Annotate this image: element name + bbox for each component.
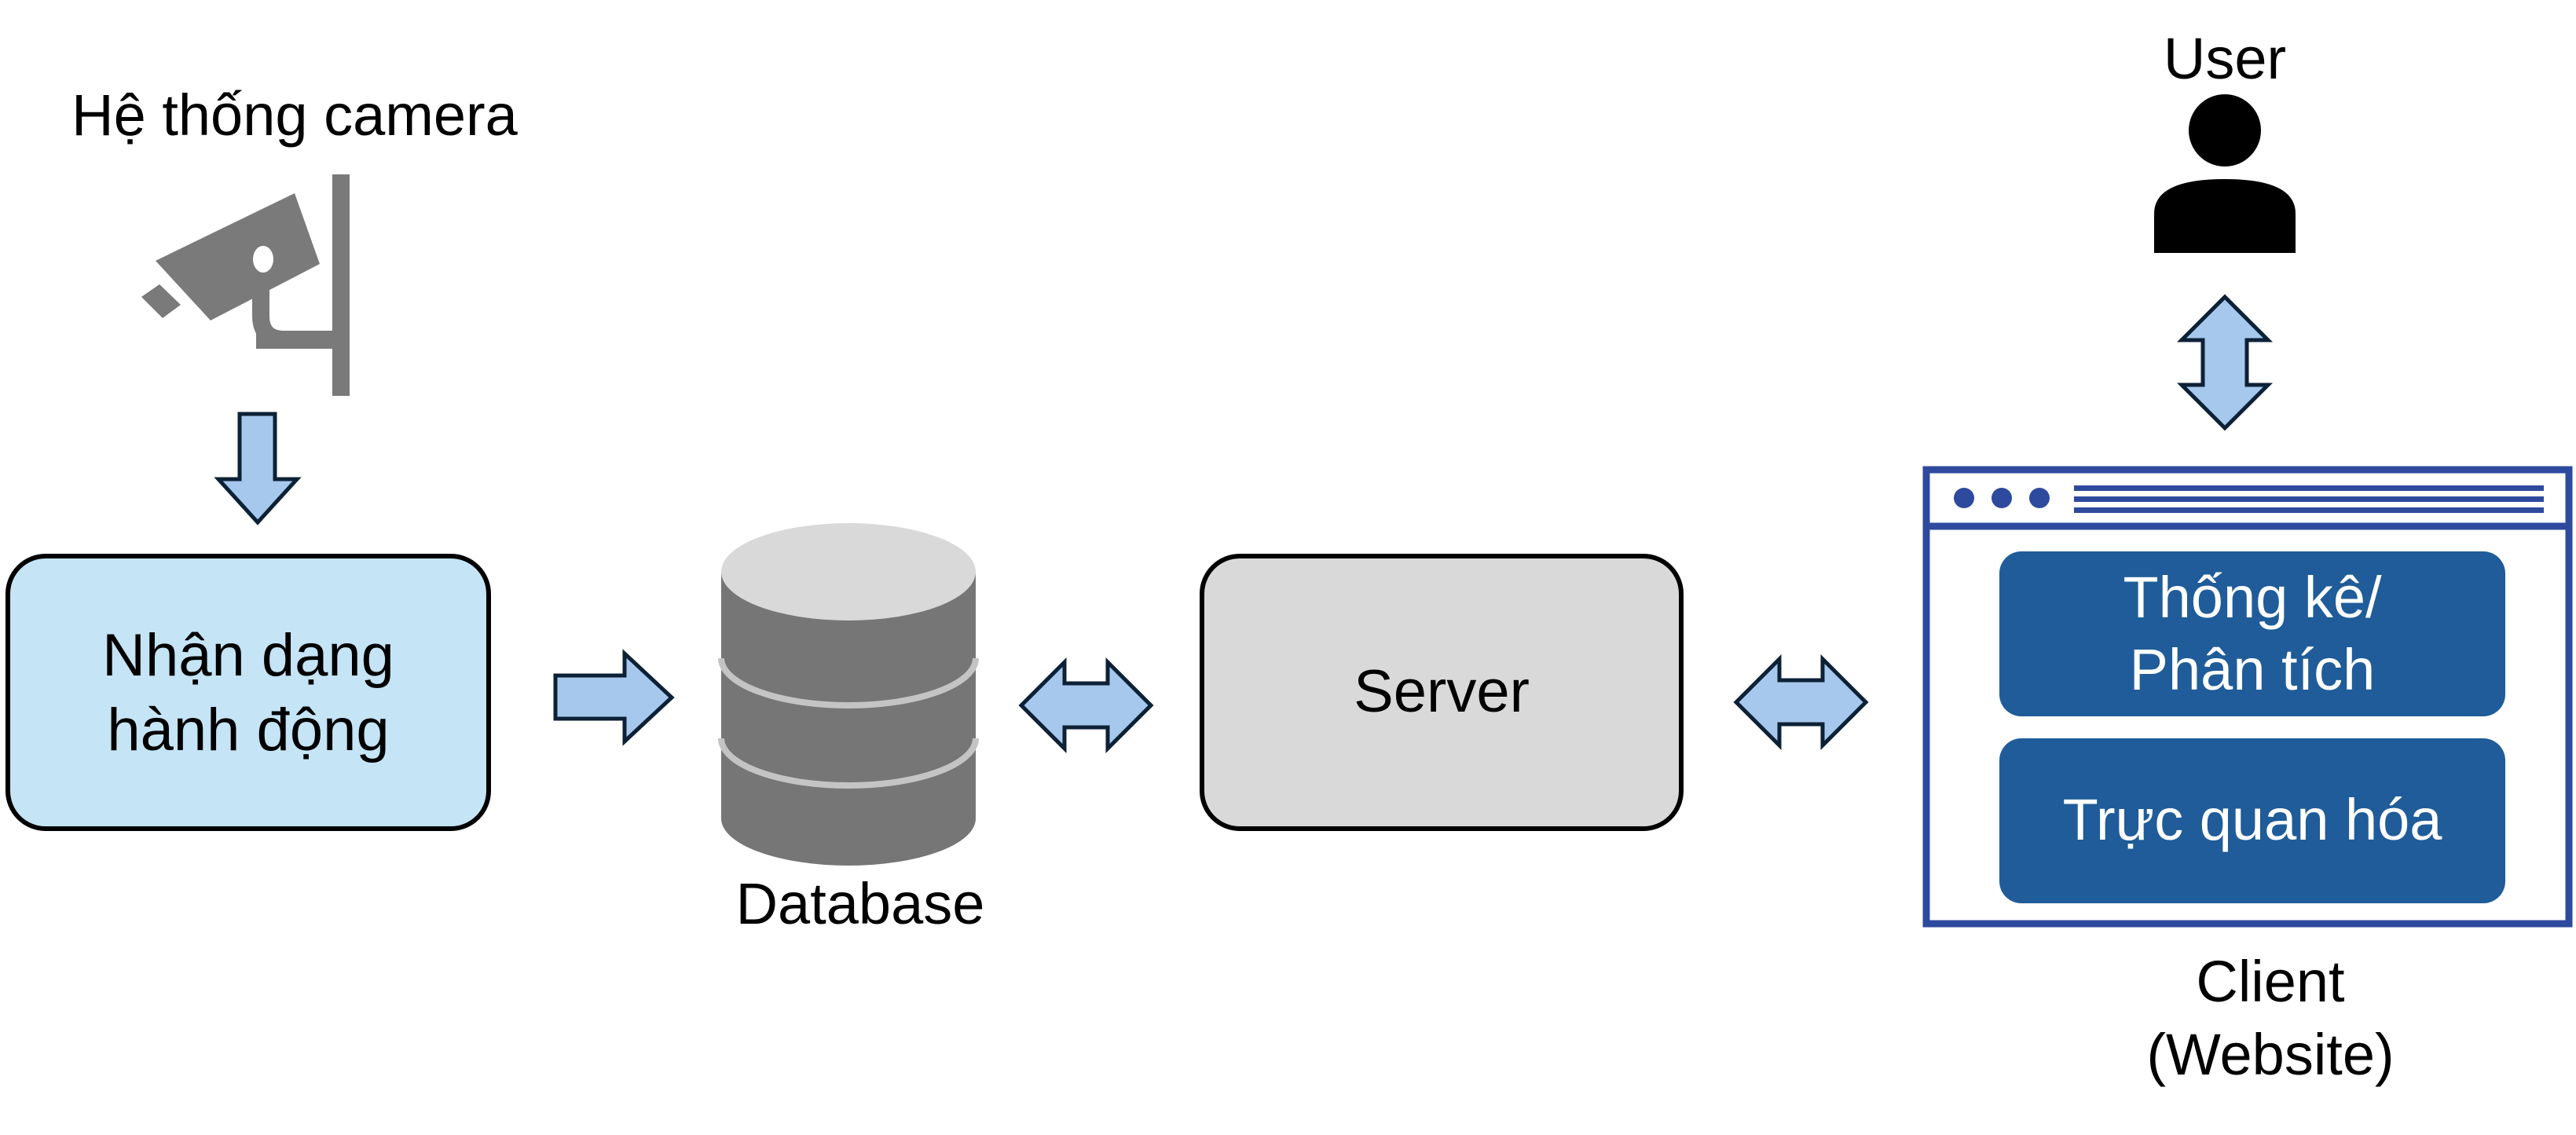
arrow-down-camera (214, 412, 302, 525)
camera-label: Hệ thống camera (71, 82, 518, 148)
cctv-camera-icon (141, 174, 350, 396)
visualization-label: Trực quan hóa (2063, 787, 2443, 852)
recognition-line1: Nhận dạng (102, 622, 394, 689)
user-label: User (2164, 26, 2286, 91)
arrow-bidirectional-user-client (2176, 294, 2274, 431)
recognition-line2: hành động (107, 697, 389, 763)
client-label-line2: (Website) (2146, 1022, 2394, 1087)
user-icon (2154, 94, 2296, 253)
arrow-right-to-database (553, 649, 675, 746)
database-icon (718, 523, 979, 866)
server-box: Server (1200, 554, 1684, 831)
action-recognition-box: Nhận dạng hành động (5, 554, 491, 831)
stats-analysis-button[interactable]: Thống kê/ Phân tích (1999, 551, 2505, 716)
arrow-bidirectional-db-server (1018, 657, 1154, 754)
stats-line1: Thống kê/ (2123, 565, 2382, 630)
client-label-line1: Client (2196, 949, 2345, 1014)
arrow-bidirectional-server-client (1733, 654, 1869, 751)
stats-line2: Phân tích (2130, 637, 2376, 702)
server-label: Server (1354, 658, 1530, 725)
database-label: Database (736, 871, 985, 936)
visualization-button[interactable]: Trực quan hóa (1999, 738, 2505, 903)
